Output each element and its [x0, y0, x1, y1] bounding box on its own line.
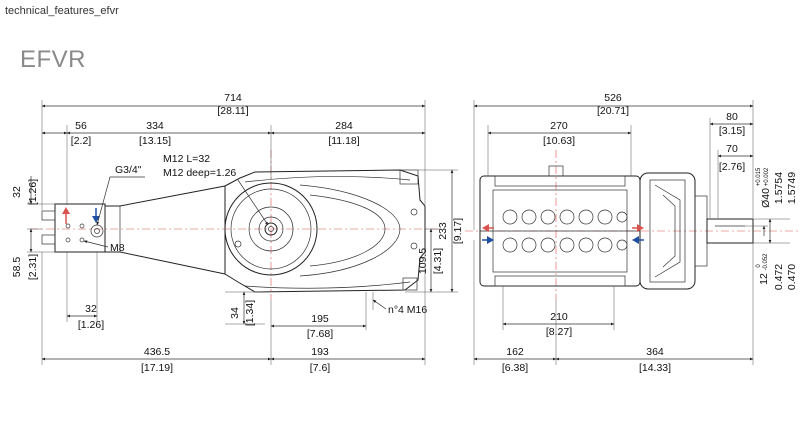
right-inlet-arrow-icon: [632, 236, 639, 244]
pump-body: [105, 185, 226, 275]
dim-526-in: [20.71]: [597, 105, 629, 117]
left-inlet-arrow-icon: [487, 236, 494, 244]
side-view: 714 [28.11] 56 [2.2] 334 [13.15] 284 [11…: [11, 92, 464, 374]
dim-32: 32: [11, 186, 23, 198]
dim-80-in: [3.15]: [719, 125, 745, 137]
dim-334-in: [13.15]: [139, 135, 171, 147]
dim-56-in: [2.2]: [71, 135, 92, 147]
dim-284: 284: [335, 120, 353, 132]
dim-key: 12: [758, 273, 770, 285]
dim-714: 714: [224, 92, 242, 104]
dim-270: 270: [550, 120, 568, 132]
dim-436-5: 436.5: [144, 346, 170, 358]
dim-270-in: [10.63]: [543, 135, 575, 147]
header-label: technical_features_efvr: [5, 5, 119, 17]
dim-109-5: 109.5: [417, 248, 429, 274]
inlet-arrow-icon: [92, 216, 100, 223]
dim-195: 195: [311, 313, 329, 325]
dim-shaft-dia-in-upper: 1.5754: [773, 172, 785, 204]
dim-436-5-in: [17.19]: [141, 362, 173, 374]
m8-label: M8: [110, 242, 125, 254]
thread-label-2: M12 deep=1.26: [163, 167, 236, 179]
left-outlet-arrow-icon: [482, 224, 489, 232]
dim-34: 34: [229, 307, 241, 319]
dim-shaft-dia-tol-upper: +0.015: [756, 167, 762, 186]
dim-364: 364: [646, 346, 664, 358]
dim-193-in: [7.6]: [310, 362, 331, 374]
dim-shaft-dia-in-lower: 1.5749: [786, 172, 798, 204]
dim-284-in: [11.18]: [328, 135, 359, 147]
dim-193: 193: [311, 346, 329, 358]
valve-row-bottom: [502, 237, 628, 253]
dim-714-in: [28.11]: [217, 105, 248, 117]
dim-233-in: [9.17]: [452, 218, 464, 244]
thread-label-1: M12 L=32: [163, 153, 210, 165]
inlet-block: [54, 203, 106, 253]
dim-70: 70: [726, 143, 738, 155]
dim-key-tol-lower: -0.052: [763, 253, 769, 271]
shaft: [706, 218, 754, 244]
dim-32-spacing-in: [1.26]: [78, 319, 104, 331]
dim-56: 56: [75, 120, 87, 132]
dim-210-in: [8.27]: [546, 326, 572, 338]
dim-526: 526: [604, 92, 622, 104]
dim-58-5: 58.5: [11, 257, 23, 278]
dim-195-in: [7.68]: [307, 328, 333, 340]
dim-key-tol-upper: 0: [756, 264, 762, 268]
dim-364-in: [14.33]: [639, 362, 671, 374]
port-label: G3/4": [115, 164, 142, 176]
dim-32-spacing: 32: [85, 303, 97, 315]
dim-shaft-dia: Ø40: [760, 188, 772, 208]
page-title: EFVR: [20, 46, 87, 73]
dim-210: 210: [550, 311, 568, 323]
dim-key-in-lower: 0.470: [786, 264, 798, 290]
dim-34-in: [1.34]: [244, 300, 256, 326]
outlet-arrow-icon: [62, 207, 70, 214]
dim-233: 233: [437, 222, 449, 240]
dim-70-in: [2.76]: [719, 161, 745, 173]
dim-58-5-in: [2.31]: [27, 254, 39, 280]
mount-label: n°4 M16: [388, 304, 427, 316]
dim-key-in-upper: 0.472: [773, 264, 785, 290]
dim-32-in: [1.26]: [27, 179, 39, 205]
right-outlet-arrow-icon: [637, 224, 644, 232]
dim-shaft-dia-tol-lower: +0.002: [764, 167, 770, 186]
dim-334: 334: [146, 120, 164, 132]
valve-row-top: [502, 209, 628, 225]
dim-109-5-in: [4.31]: [432, 248, 444, 274]
dim-162-in: [6.38]: [502, 362, 528, 374]
dim-162: 162: [506, 346, 524, 358]
front-view: 526 [20.71] 270 [10.63] 80 [3.15] 70 [2.…: [465, 92, 800, 374]
dim-80: 80: [726, 111, 738, 123]
